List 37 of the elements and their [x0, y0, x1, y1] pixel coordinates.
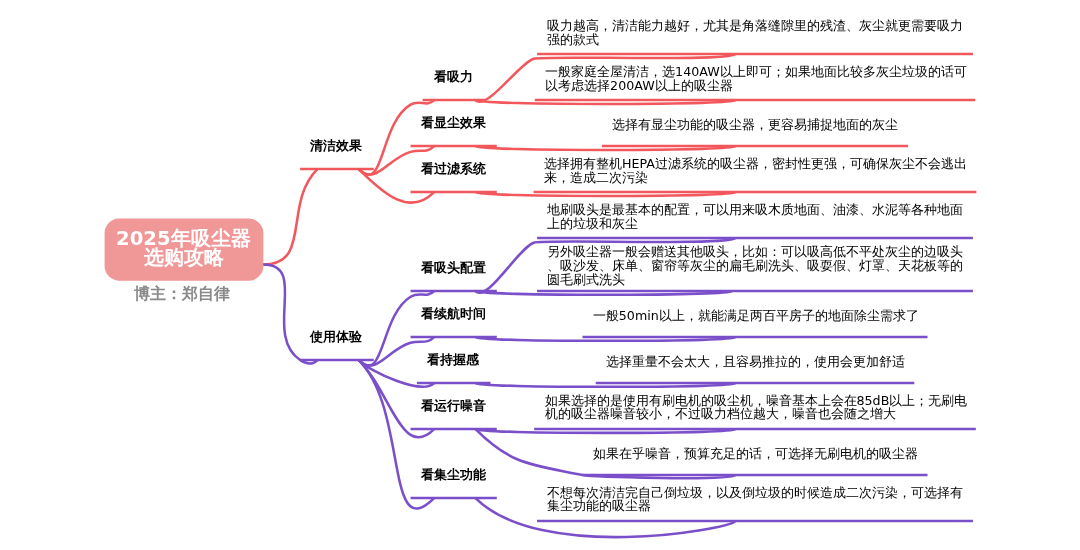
node-text: 看持握感 — [426, 352, 479, 368]
node-text: 使用体验 — [309, 329, 362, 345]
node-text: 一般50min以上，就能满足两百平房子的地面除尘需求了 — [592, 307, 919, 323]
connector — [474, 52, 736, 103]
node-box: 2025年吸尘器选购攻略 — [104, 218, 263, 281]
node-text: 选择拥有整机HEPA过滤系统的吸尘器，密封性更强，可确保灰尘不会逃出来，造成二次污染 — [543, 155, 967, 185]
connector — [474, 289, 732, 297]
connector — [357, 359, 435, 510]
connector — [474, 427, 736, 435]
node-text: 选择重量不会太大，且容易推拉的，使用会更加舒适 — [605, 353, 905, 369]
node-text: 如果选择的是使用有刷电机的吸尘机，噪音基本上会在85dB以上；无刷电机的吸尘器噪音较小，不过吸力档位越大，噪音也会随之增大 — [544, 392, 967, 422]
connector — [474, 335, 736, 343]
connector — [474, 381, 736, 389]
node-text: 清洁效果 — [309, 138, 362, 154]
node-text: 看显尘效果 — [420, 115, 486, 131]
connector — [474, 497, 736, 539]
node-text: 一般家庭全屋清洁，选140AW以上即可；如果地面比较多灰尘垃圾的话可以考虑选择200AW以上的吸尘器 — [544, 63, 967, 93]
node-label: 博主：郑自律 — [134, 284, 230, 304]
connector — [474, 144, 736, 152]
connector — [474, 428, 736, 480]
node-text: 吸力越高，清洁能力越好，尤其是角落缝隙里的残渣、灰尘就更需要吸力强的款式 — [546, 17, 963, 47]
node-text: 看运行噪音 — [420, 398, 486, 414]
node-text: 看吸力 — [433, 69, 473, 85]
connector — [474, 190, 736, 198]
connector — [357, 168, 435, 204]
node-text: 如果在乎噪音，预算充足的话，可选择无刷电机的吸尘器 — [592, 445, 918, 461]
node-text: 看集尘功能 — [420, 467, 486, 483]
node-text: 不想每次清洁完自己倒垃圾，以及倒垃圾的时候造成二次污染，可选择有集尘功能的吸尘器 — [546, 484, 963, 514]
node-text: 看过滤系统 — [420, 161, 486, 177]
node-text: 另外吸尘器一般会赠送其他吸头，比如：可以吸高低不平处灰尘的边吸头、吸沙发、床单、窗帘等灰尘的扁毛刷洗头、吸耍假、灯罩、天花板等的圆毛刷式洗头 — [546, 244, 963, 287]
connector — [474, 236, 736, 294]
connector — [474, 98, 736, 106]
connector — [262, 263, 318, 365]
node-text: 看续航时间 — [420, 306, 486, 322]
node-text: 地刷吸头是最基本的配置，可以用来吸木质地面、油漆、水泥等各种地面上的垃圾和灰尘 — [546, 201, 963, 231]
node-text: 看吸头配置 — [420, 260, 486, 276]
node-text: 选择有显尘功能的吸尘器，更容易捕捉地面的灰尘 — [611, 116, 898, 132]
